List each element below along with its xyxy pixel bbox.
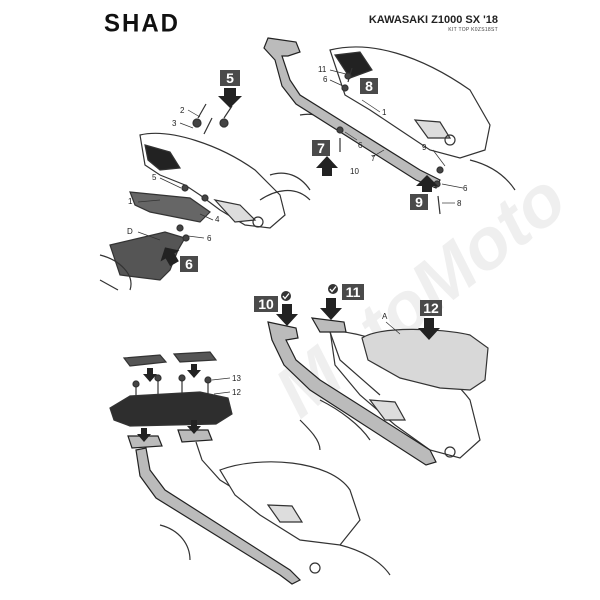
step-8-badge: 8 (360, 78, 378, 94)
callout-1: 1 (128, 197, 133, 206)
model-title: KAWASAKI Z1000 SX '18 (368, 14, 498, 26)
down-arrow-icon (143, 368, 157, 382)
step-9-label: 9 (415, 194, 423, 210)
callout-A: A (382, 312, 388, 321)
down-arrow-icon (418, 318, 440, 340)
check-icon (281, 291, 291, 301)
panel-rear-bracket (99, 103, 311, 291)
step-6-badge: 6 (180, 256, 198, 272)
callout-3: 3 (172, 119, 177, 128)
callout-13: 13 (232, 374, 241, 383)
step-11-label: 11 (346, 284, 361, 300)
callout-6-rail-low: 6 (463, 184, 468, 193)
down-arrow-icon (187, 364, 201, 378)
callout-10: 10 (350, 167, 359, 176)
step-11-badge: 11 (342, 284, 364, 300)
down-arrow-icon (187, 420, 201, 434)
callout-5: 5 (152, 173, 157, 182)
step-5-badge: 5 (220, 70, 240, 86)
down-arrow-icon (218, 88, 242, 108)
down-arrow-icon (320, 298, 342, 320)
up-arrow-icon (316, 156, 338, 176)
callout-6: 6 (207, 234, 212, 243)
leader-lines-panel-2 (329, 69, 464, 204)
up-arrow-icon (160, 247, 180, 267)
step-7-label: 7 (317, 140, 325, 156)
callout-8: 8 (457, 199, 462, 208)
step-12-label: 12 (423, 300, 439, 316)
callout-4: 4 (215, 215, 220, 224)
step-10-label: 10 (258, 296, 274, 312)
callout-D: D (127, 227, 133, 236)
panel-rails-pad (267, 317, 489, 466)
step-7-badge: 7 (312, 140, 330, 156)
callout-11: 11 (318, 65, 327, 74)
leader-lines-panel-4 (211, 377, 231, 395)
up-arrow-icon (416, 175, 438, 192)
kit-code: KIT TOP K0ZS18ST (448, 27, 498, 33)
step-8-label: 8 (365, 78, 373, 94)
leader-lines-panel-1 (137, 109, 214, 241)
step-5-label: 5 (226, 70, 234, 86)
callout-2: 2 (180, 106, 185, 115)
down-arrow-icon (276, 304, 298, 326)
check-icon (328, 284, 338, 294)
panel-top-plate (109, 351, 391, 585)
down-arrow-icon (137, 428, 151, 442)
step-12-badge: 12 (420, 300, 442, 316)
callout-9: 9 (422, 143, 427, 152)
brand-logo: SHAD (104, 9, 181, 38)
step-10-badge: 10 (254, 296, 278, 312)
callout-6-rail-top: 6 (323, 75, 328, 84)
callout-6-rail-mid: 6 (358, 141, 363, 150)
callout-7: 7 (371, 154, 376, 163)
callout-12: 12 (232, 388, 241, 397)
callout-1-rail: 1 (382, 108, 387, 117)
panel-side-rail (263, 37, 516, 215)
step-6-label: 6 (185, 256, 193, 272)
step-9-badge: 9 (410, 194, 428, 210)
